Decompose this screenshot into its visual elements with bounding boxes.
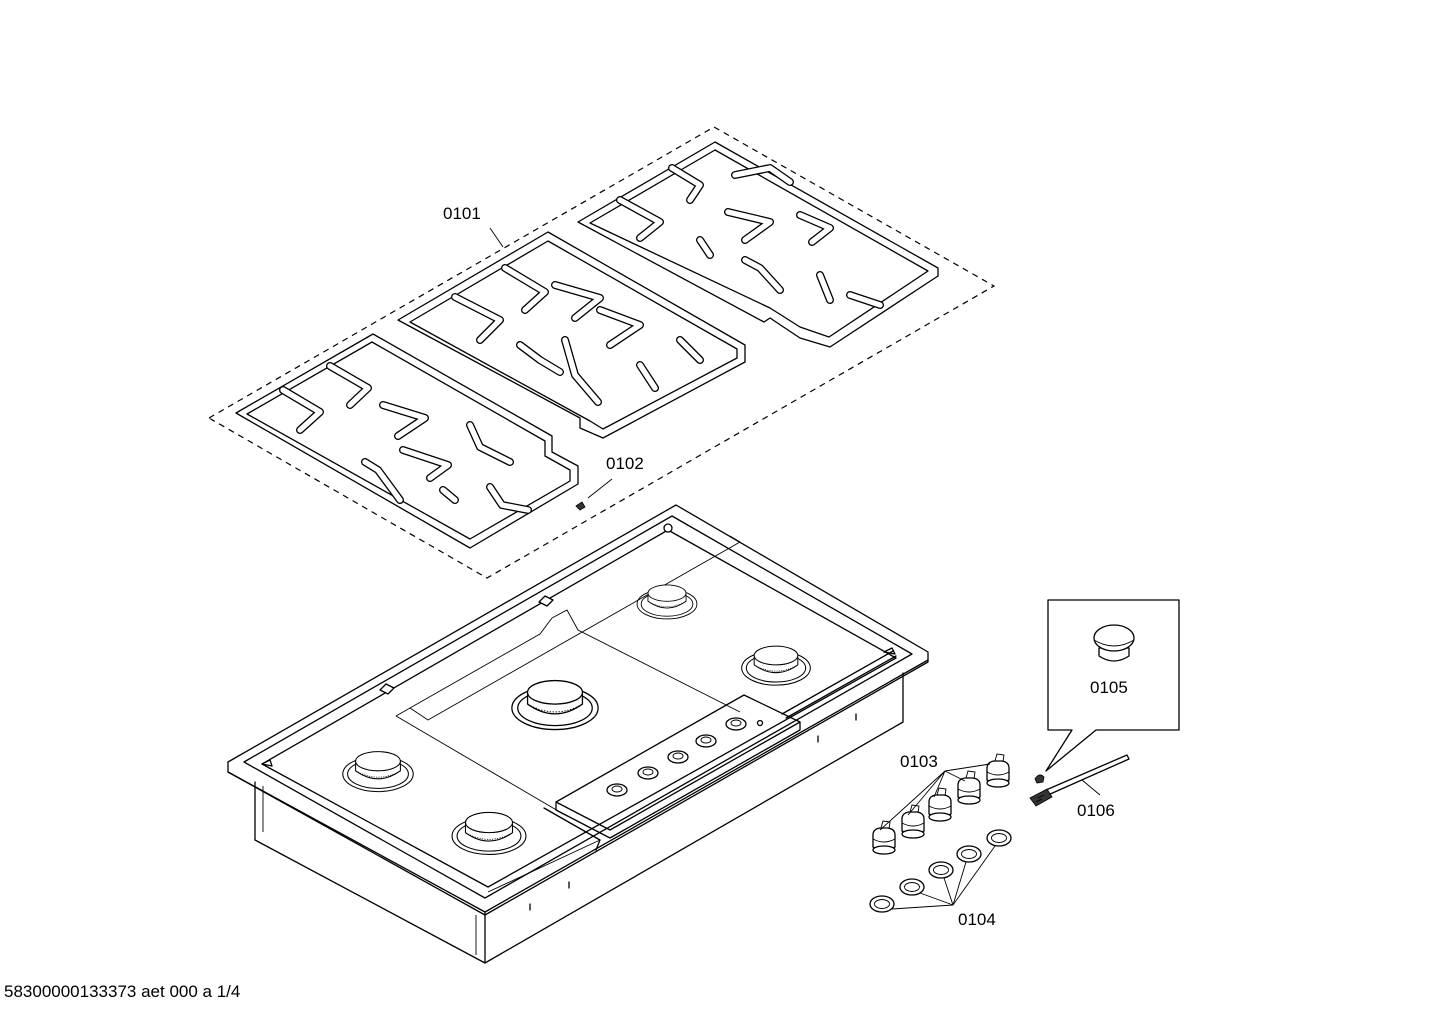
cap-part-label: 0105 [1090,678,1128,697]
small-cap-icon [1034,774,1045,784]
rings-part-label: 0104 [958,910,996,929]
tool-part-label: 0106 [1077,801,1115,820]
rings-group: 0104 [869,829,1012,929]
grate-middle [397,231,746,439]
control-seat-1 [606,783,628,797]
control-seat-2 [637,766,659,780]
cooktop-body [227,504,929,964]
grate-right [577,141,939,348]
grates-group: 0101 [207,126,996,579]
document-id: 58300000133373 aet 000 a 1/4 [4,982,240,1001]
tool-grip-icon [1029,788,1053,807]
burner-back [636,584,698,620]
knob-5 [986,753,1010,788]
control-seat-3 [667,750,689,764]
screw-part-label: 0102 [606,454,644,473]
tool-group: 0106 [1029,754,1130,820]
grates-leader-line [489,227,504,248]
knob-2 [901,804,925,839]
control-seat-5 [725,717,747,731]
control-seat-4 [695,734,717,748]
knob-4 [957,770,981,805]
cap-callout: 0105 [1045,599,1180,772]
ring-4 [956,845,982,863]
screw-icon [575,501,586,511]
knob-3 [928,787,952,822]
knobs-group: 0103 [872,752,1010,855]
grates-part-label: 0101 [443,204,481,223]
screw-group: 0102 [575,454,644,511]
ring-3 [928,861,954,879]
burner-cap-icon [1093,624,1135,662]
burner-right [741,645,811,686]
grate-left [235,333,579,549]
ring-5 [986,829,1012,847]
tool-rod-icon [1045,754,1130,796]
ring-1 [869,895,895,913]
knobs-leader-lines [879,763,991,831]
burner-center [511,679,599,731]
knobs-part-label: 0103 [900,752,938,771]
grates-dashed-outline [207,126,996,579]
cap-callout-box [1045,599,1180,772]
rings-leader-lines [891,845,996,910]
ring-2 [899,878,925,896]
burner-left-back [342,751,414,793]
burner-left-front [451,811,527,856]
